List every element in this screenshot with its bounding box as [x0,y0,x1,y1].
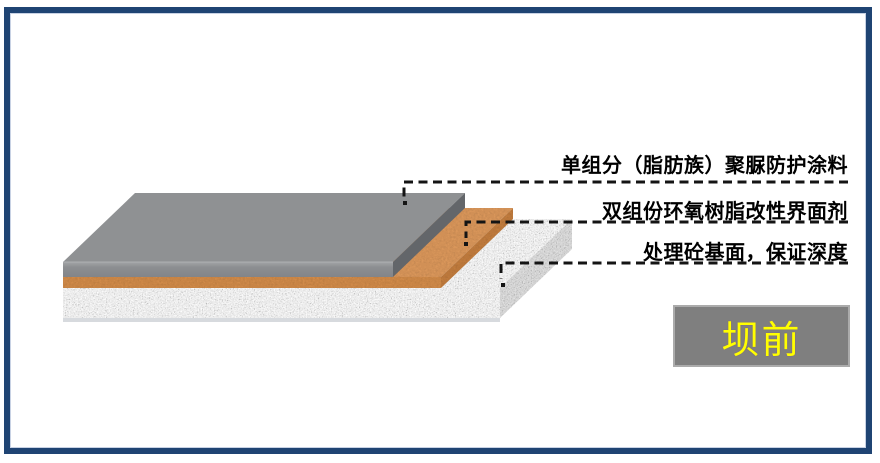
interface-right-face [441,208,513,288]
coating-right-face [393,193,465,277]
concrete-right-face [500,219,572,318]
slide-border-frame [4,7,872,454]
ground-shadow-line [63,318,500,322]
concrete-front-face [63,288,500,318]
label-polyurea-coating: 单组分（脂肪族）聚脲防护涂料 [561,155,848,177]
concrete-right-face-shade [500,219,572,318]
coating-top-face [63,193,465,262]
location-badge-text: 坝前 [721,319,802,362]
leader-dot-coating [403,201,407,205]
interface-front-face [63,277,441,288]
label-epoxy-interface-agent: 双组份环氧树脂改性界面剂 [602,201,848,223]
coating-front-face [63,262,393,277]
location-badge: 坝前 [673,305,850,367]
label-concrete-base-treatment: 处理砼基面，保证深度 [643,242,848,264]
leader-dot-concrete [501,283,505,287]
leader-line-interface [464,220,848,238]
leader-dot-interface [464,242,468,246]
leader-line-coating [402,180,848,197]
